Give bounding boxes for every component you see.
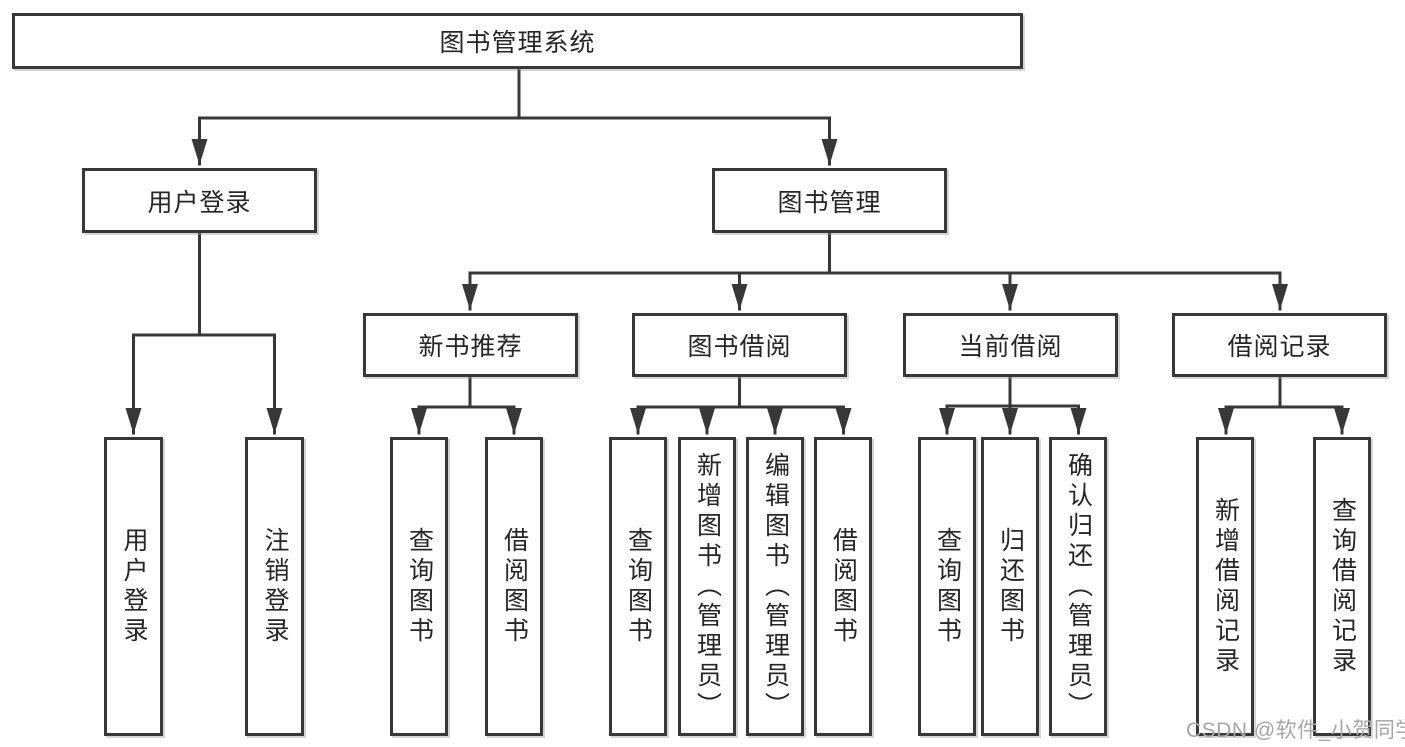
node-book-management: 图书管理: [712, 168, 947, 233]
leaf-edit-book-admin: 编辑图书（管理员）: [746, 437, 804, 736]
leaf-add-book-admin: 新增图书（管理员）: [678, 437, 736, 736]
leaf-query-books-borrow: 查询图书: [609, 437, 667, 736]
leaf-logout: 注销登录: [245, 437, 304, 736]
node-user-login: 用户登录: [82, 168, 317, 233]
leaf-borrow-books: 借阅图书: [814, 437, 872, 736]
leaf-query-books-recommend: 查询图书: [390, 437, 448, 736]
node-new-book-recommendation: 新书推荐: [363, 313, 578, 377]
leaf-user-login: 用户登录: [104, 437, 163, 736]
connector-current-borrow-children: [939, 375, 1087, 435]
node-library-management-system: 图书管理系统: [12, 13, 1023, 69]
leaf-borrow-books-recommend: 借阅图书: [485, 437, 543, 736]
node-book-borrowing: 图书借阅: [632, 313, 847, 377]
connector-book-borrow-children: [630, 375, 852, 435]
connector-root-to-level2: [191, 67, 838, 166]
csdn-watermark: CSDN @软件_小贺同学: [1186, 719, 1405, 742]
connector-book-mgmt-to-level3: [462, 231, 1288, 311]
leaf-query-borrow-record: 查询借阅记录: [1313, 437, 1371, 736]
leaf-add-borrow-record: 新增借阅记录: [1196, 437, 1254, 736]
leaf-confirm-return-admin: 确认归还（管理员）: [1049, 437, 1107, 736]
node-current-borrowing: 当前借阅: [903, 313, 1118, 377]
connector-borrow-records-children: [1218, 375, 1350, 435]
connector-user-login-children: [125, 231, 283, 435]
leaf-query-books-current: 查询图书: [918, 437, 976, 736]
leaf-return-book: 归还图书: [981, 437, 1039, 736]
node-borrowing-records: 借阅记录: [1172, 313, 1387, 377]
connector-new-book-children: [411, 375, 522, 435]
